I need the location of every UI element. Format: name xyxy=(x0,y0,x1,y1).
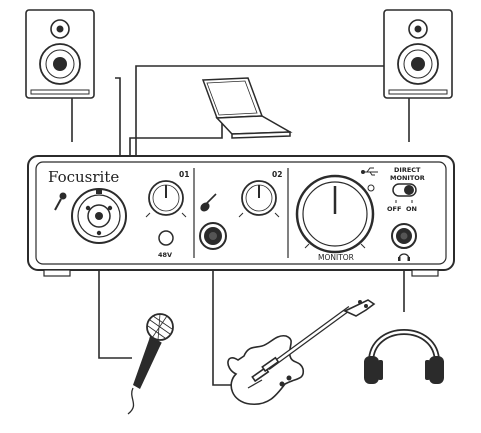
left-speaker-icon xyxy=(25,9,95,99)
monitor-knob[interactable] xyxy=(295,174,375,254)
audio-interface: Focusrite 01 48V xyxy=(27,155,455,277)
headphone-jack[interactable] xyxy=(391,223,417,249)
panel-guitar-icon xyxy=(200,193,217,212)
foot-left xyxy=(43,269,71,277)
channel-1-number: 01 xyxy=(179,170,189,179)
direct-monitor-off-label: OFF xyxy=(387,205,401,213)
usb-icon xyxy=(361,167,378,176)
xlr-combo-input[interactable] xyxy=(71,188,127,244)
monitor-label: MONITOR xyxy=(318,253,354,262)
cable-left-speaker xyxy=(71,77,121,158)
direct-monitor-label-line1: DIRECT xyxy=(394,166,421,174)
phantom-power-label: 48V xyxy=(158,251,172,259)
usb-status-led xyxy=(367,184,375,192)
cable-right-speaker-run xyxy=(135,65,388,158)
instrument-jack[interactable] xyxy=(199,222,227,250)
right-speaker-icon xyxy=(383,9,453,99)
electric-guitar-icon xyxy=(227,299,376,406)
channel-2-number: 02 xyxy=(272,170,282,179)
microphone-icon xyxy=(127,313,174,415)
phantom-power-button[interactable] xyxy=(158,230,174,246)
headphones-icon xyxy=(364,329,444,384)
brand-logo: Focusrite xyxy=(48,168,119,186)
cables xyxy=(71,65,410,386)
direct-monitor-switch[interactable] xyxy=(392,183,417,197)
direct-monitor-on-label: ON xyxy=(406,205,417,213)
gain-knob-2[interactable] xyxy=(238,180,280,218)
laptop-icon xyxy=(201,77,293,139)
cable-usb-laptop xyxy=(129,120,223,158)
direct-monitor-label-line2: MONITOR xyxy=(390,174,425,182)
gain-knob-1[interactable] xyxy=(145,180,187,218)
cable-microphone xyxy=(98,236,132,359)
foot-right xyxy=(411,269,439,277)
panel-microphone-icon xyxy=(54,192,67,211)
panel-headphones-icon xyxy=(398,253,410,261)
